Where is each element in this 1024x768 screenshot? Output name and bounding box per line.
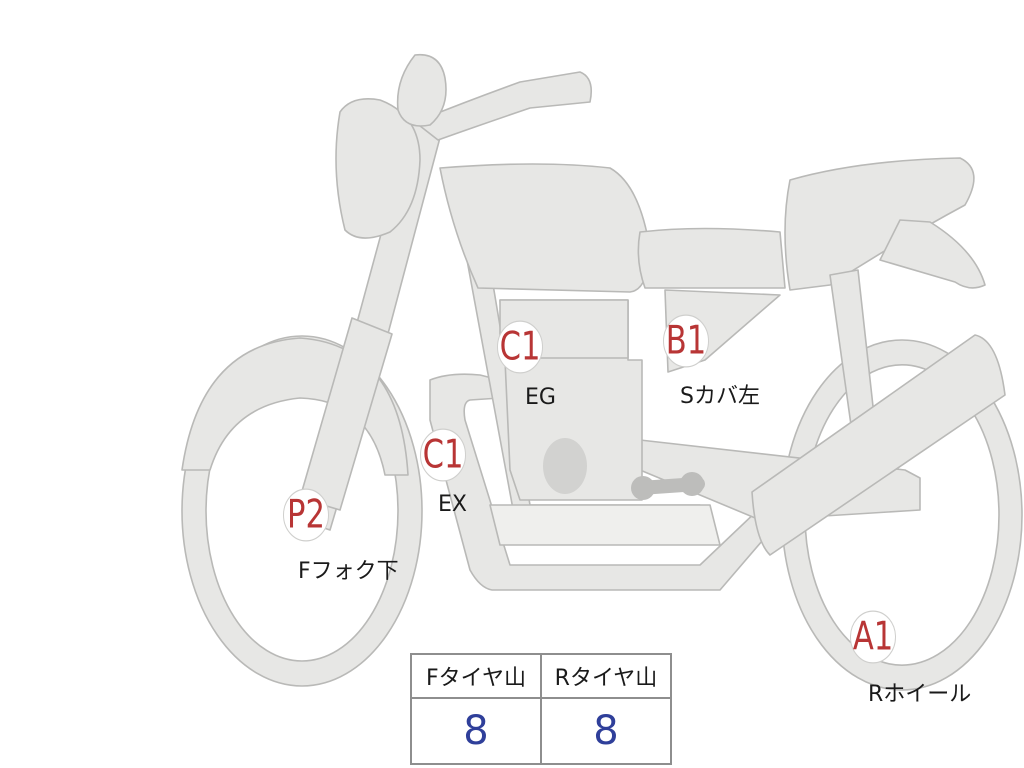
rear-tire-header: Rタイヤ山 <box>540 653 672 699</box>
frame-rail-2 <box>489 504 721 546</box>
marker-rear-wheel: A1 <box>850 610 896 664</box>
tail-fin <box>879 219 986 289</box>
marker-exhaust: C1 <box>420 428 466 482</box>
fork-boot <box>299 317 393 511</box>
rear-tire-value: 8 <box>540 697 672 765</box>
mirror <box>396 53 447 127</box>
headlight <box>335 98 421 239</box>
label-rear-wheel: Rホイール <box>868 682 972 707</box>
marker-front-fork: P2 <box>283 488 329 542</box>
marker-side-cover: B1 <box>663 314 709 368</box>
label-front-fork: Fフォク下 <box>298 559 399 584</box>
exhaust-pipe <box>429 373 781 591</box>
front-tire-value: 8 <box>410 697 542 765</box>
marker-engine: C1 <box>497 320 543 374</box>
tail-cowl <box>784 157 975 291</box>
handlebar <box>414 71 593 141</box>
fuel-tank <box>439 163 651 293</box>
label-exhaust: EX <box>438 492 467 517</box>
engine-cover <box>543 438 587 494</box>
front-tire-header: Fタイヤ山 <box>410 653 542 699</box>
seat <box>637 227 786 289</box>
label-side-cover: Sカバ左 <box>680 384 760 409</box>
tire-tread-table: Fタイヤ山 Rタイヤ山 8 8 <box>410 653 672 765</box>
muffler <box>751 334 1006 556</box>
label-engine: EG <box>525 385 556 410</box>
